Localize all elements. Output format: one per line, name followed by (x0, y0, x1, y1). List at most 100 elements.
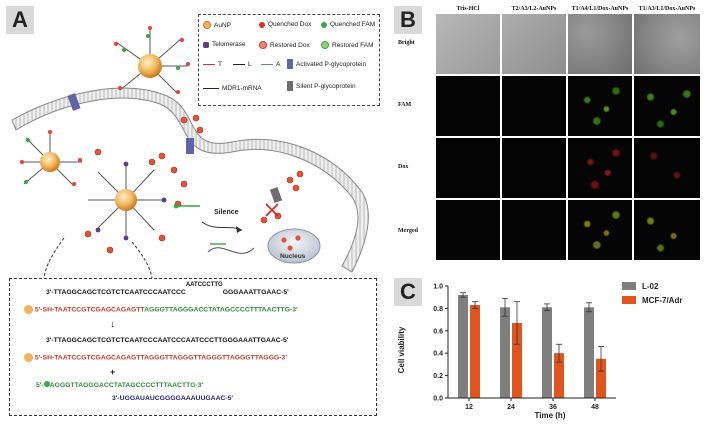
legend-quenched-dox: Quenched Dox (259, 21, 311, 28)
dashed-arrow-left (43, 237, 65, 279)
a-strand-released: 5'-AGGGTTAGGGACCTATAGCCCCTTTAACTTG-3' (36, 381, 204, 389)
activated-pgp-membrane (67, 93, 81, 111)
legend-swatch (622, 282, 636, 290)
row-header-merged: Merged (398, 228, 418, 234)
l-strand-icon (233, 63, 245, 66)
image-bright-2 (502, 14, 566, 74)
row-header-fam: FAM (398, 102, 412, 108)
nucleus-label: Nucleus (280, 253, 306, 260)
legend-label: L-02 (642, 282, 659, 291)
image-fam-3 (568, 76, 632, 136)
restored-fam-icon (321, 41, 329, 49)
l1-strand: 3'-TTAGGCAGCTCGTCTCAATCCCAATCCCAATCCCTTG… (46, 282, 289, 296)
image-bright-1 (436, 14, 500, 74)
legend-quenched-fam: Quenched FAM (321, 21, 375, 28)
image-fam-2 (502, 76, 566, 136)
bar-l-02 (584, 307, 594, 398)
bar-l-02 (458, 294, 468, 398)
bar-l-02 (500, 307, 510, 398)
silent-pgp (269, 187, 283, 203)
bar-mcf-7-adr (596, 358, 606, 398)
legend-telomerase: Telomerase (203, 41, 246, 48)
x-tick-label: 48 (591, 404, 599, 411)
silent-pgp-icon (287, 81, 293, 91)
aunp-probe-center (88, 161, 167, 241)
image-dox-1 (436, 138, 500, 198)
y-tick-label: 0.2 (433, 373, 443, 380)
panel-b: B Tris-HCl T2/A3/L2-AuNPs T1/A4/L1/Dox-A… (390, 2, 706, 264)
panel-a-label: A (6, 6, 34, 34)
image-merged-4 (634, 200, 700, 260)
a-strand-icon (261, 63, 273, 66)
legend-t: T (203, 61, 222, 68)
panel-a: A (2, 2, 386, 422)
dashed-arrow-right (131, 241, 153, 279)
l2-strand: 3'-TTAGGCAGCTCGTCTCAATCCCAATCCCAATCCCTTG… (46, 337, 289, 344)
col-header-2: T2/A3/L2-AuNPs (511, 6, 557, 12)
y-tick-label: 0.0 (433, 396, 443, 403)
legend-a: A (261, 61, 280, 68)
restored-dox-dots (84, 114, 304, 254)
activated-pgp-icon (287, 59, 293, 69)
legend-aunp: AuNP (203, 21, 231, 29)
quenched-fam-icon (321, 21, 327, 28)
legend-label: MCF-7/Adr (642, 296, 682, 305)
restored-dox-icon (259, 41, 267, 49)
legend-mdr1: MDR1-mRNA (203, 85, 262, 92)
sequence-diagram: 3'-TTAGGCAGCTCGTCTCAATCCCAATCCCAATCCCTTG… (9, 278, 377, 416)
aunp-icon (24, 353, 33, 362)
mrna-strand: 3'-UGGAUAUCGGGGAAAUUGAAC-5' (112, 395, 234, 402)
x-tick-label: 24 (507, 404, 515, 411)
viability-chart: 0.0 0.2 0.4 0.6 0.8 1.0 12 24 36 48 L-02MCF-7/Ad… (397, 282, 682, 420)
quenched-dox-icon (259, 21, 265, 28)
image-bright-3 (568, 14, 632, 74)
col-header-4: T1/A3/L1/Dox-AuNPs (638, 6, 696, 12)
panel-c-label: C (394, 278, 422, 306)
col-header-1: Tris-HCl (456, 6, 480, 12)
image-dox-2 (502, 138, 566, 198)
image-dox-3 (568, 138, 632, 198)
col-header-3: T1/A4/L1/Dox-AuNPs (571, 6, 629, 12)
image-fam-1 (436, 76, 500, 136)
x-axis-label: Time (h) (535, 411, 566, 420)
aunp-probe-left (20, 130, 82, 187)
y-tick-label: 0.8 (433, 306, 443, 313)
legend-l: L (233, 61, 252, 68)
bar-mcf-7-adr (554, 353, 564, 398)
legend-activated-pgp: Activated P-glycoprotein (287, 59, 366, 69)
x-tick-label: 12 (465, 404, 473, 411)
scheme-illustration: Silence Nucleus (11, 26, 369, 279)
silence-label: Silence (214, 209, 239, 216)
down-arrow-icon: ↓ (110, 319, 115, 330)
telomerase-icon (203, 41, 209, 48)
block-x-icon (265, 203, 279, 217)
image-dox-4 (634, 138, 700, 198)
bar-mcf-7-adr (470, 305, 480, 398)
y-tick-label: 0.6 (433, 328, 443, 335)
activated-pgp-membrane-2 (186, 138, 194, 154)
nucleus (267, 228, 321, 264)
y-tick-label: 0.4 (433, 351, 443, 358)
bar-mcf-7-adr (512, 322, 522, 398)
legend-silent-pgp: Silent P-glycoprotein (287, 81, 356, 91)
y-axis-label: Cell viability (397, 326, 406, 373)
image-merged-1 (436, 200, 500, 260)
image-bright-4 (634, 14, 700, 74)
panel-b-label: B (394, 6, 422, 34)
image-fam-4 (634, 76, 700, 136)
legend-restored-dox: Restored Dox (259, 41, 310, 49)
mdr1-mrna-strand (207, 247, 255, 254)
image-merged-2 (502, 200, 566, 260)
mdr1-strand-icon (203, 87, 219, 90)
aunp-icon (203, 21, 211, 29)
t1-strand: 5'-SH-TAATCCGTCGAGCAGAGTTAGGGTTAGGGACCTA… (24, 305, 298, 314)
bar-l-02 (542, 307, 552, 398)
legend-restored-fam: Restored FAM (321, 41, 374, 49)
aunp-icon (24, 305, 33, 314)
row-header-bright: Bright (398, 40, 415, 46)
scheme-legend: AuNP Quenched Dox Quenched FAM Telomeras… (198, 14, 380, 106)
x-tick-label: 36 (549, 404, 557, 411)
plus-sign: + (110, 367, 116, 377)
y-tick-label: 1.0 (433, 284, 443, 291)
